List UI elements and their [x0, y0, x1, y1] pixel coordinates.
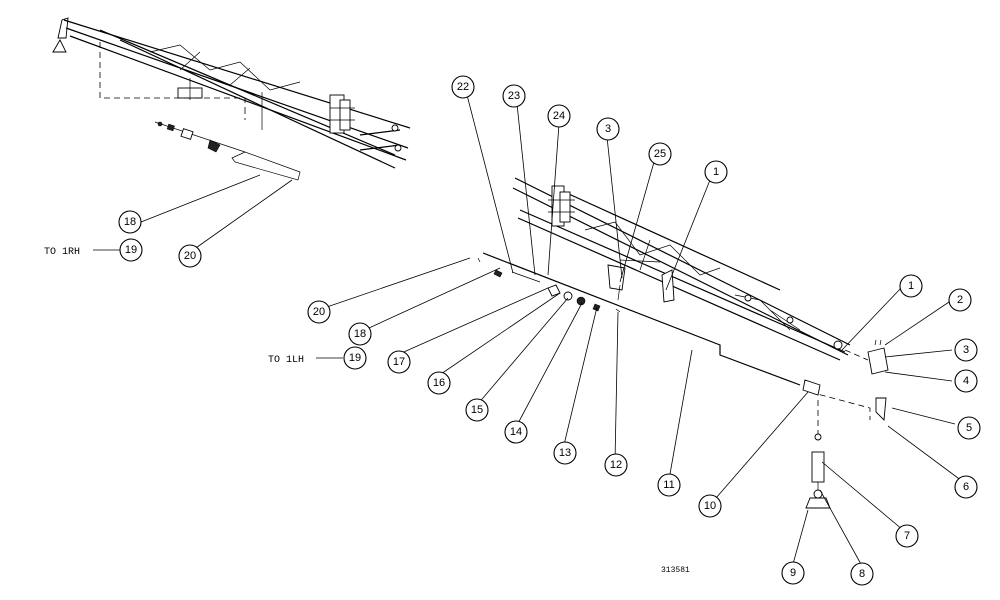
- callout-23: 23: [502, 84, 526, 108]
- svg-text:25: 25: [654, 148, 666, 160]
- callout-22: 22: [451, 75, 475, 99]
- callout-24: 24: [547, 104, 571, 128]
- callout-4: 4: [954, 369, 978, 393]
- svg-text:15: 15: [471, 404, 483, 416]
- callout-1-upper: 1: [704, 160, 728, 184]
- svg-text:5: 5: [966, 422, 972, 434]
- svg-text:17: 17: [393, 356, 405, 368]
- callout-7: 7: [895, 524, 919, 548]
- svg-text:18: 18: [354, 328, 366, 340]
- svg-text:9: 9: [790, 567, 796, 579]
- callout-25: 25: [648, 142, 672, 166]
- callout-18-upper: 18: [118, 210, 142, 234]
- svg-text:4: 4: [963, 375, 969, 387]
- svg-text:6: 6: [963, 481, 969, 493]
- callout-3-upper: 3: [596, 117, 620, 141]
- svg-text:8: 8: [859, 568, 865, 580]
- callout-1-lower: 1: [899, 274, 923, 298]
- svg-text:19: 19: [125, 244, 137, 256]
- svg-text:2: 2: [957, 294, 963, 306]
- callout-11: 11: [657, 473, 681, 497]
- upper-boom-assembly: [52, 17, 411, 181]
- svg-text:16: 16: [433, 377, 445, 389]
- lower-boom-assembly: [477, 177, 889, 509]
- leader-18-upper: [140, 174, 261, 223]
- svg-text:11: 11: [663, 479, 674, 491]
- callout-14: 14: [504, 420, 528, 444]
- leader-20-upper: [192, 179, 293, 251]
- callout-5: 5: [957, 416, 981, 440]
- svg-text:18: 18: [124, 216, 136, 228]
- callout-16: 16: [427, 371, 451, 395]
- svg-text:20: 20: [184, 250, 196, 262]
- callout-9: 9: [781, 561, 805, 585]
- svg-text:1: 1: [908, 280, 914, 292]
- callout-3-lower: 3: [954, 338, 978, 362]
- svg-text:7: 7: [904, 530, 910, 542]
- callout-18-lower: 18: [348, 322, 372, 346]
- callout-6: 6: [954, 475, 978, 499]
- leader-lines: [316, 94, 963, 567]
- callout-17: 17: [387, 350, 411, 374]
- svg-text:14: 14: [510, 426, 522, 438]
- callout-10: 10: [698, 494, 722, 518]
- svg-text:24: 24: [553, 110, 565, 122]
- drawing-number: 313581: [661, 566, 690, 575]
- svg-text:19: 19: [349, 352, 361, 364]
- svg-text:13: 13: [559, 447, 571, 459]
- svg-text:10: 10: [704, 500, 716, 512]
- svg-text:12: 12: [610, 459, 622, 471]
- svg-text:22: 22: [457, 81, 469, 93]
- callout-8: 8: [850, 562, 874, 586]
- callout-19-lower: 19: [343, 346, 367, 370]
- svg-text:3: 3: [963, 344, 969, 356]
- svg-text:1: 1: [713, 166, 719, 178]
- svg-text:3: 3: [605, 123, 611, 135]
- callout-13: 13: [553, 441, 577, 465]
- note-to-1rh: TO 1RH: [44, 247, 80, 258]
- note-to-1lh: TO 1LH: [268, 355, 304, 366]
- callout-20-upper: 20: [178, 244, 202, 268]
- callout-19-upper: 19: [119, 238, 143, 262]
- svg-text:20: 20: [313, 306, 325, 318]
- callout-12: 12: [604, 453, 628, 477]
- callout-20-lower: 20: [307, 300, 331, 324]
- callout-2: 2: [948, 288, 972, 312]
- callout-15: 15: [465, 398, 489, 422]
- svg-text:23: 23: [508, 90, 520, 102]
